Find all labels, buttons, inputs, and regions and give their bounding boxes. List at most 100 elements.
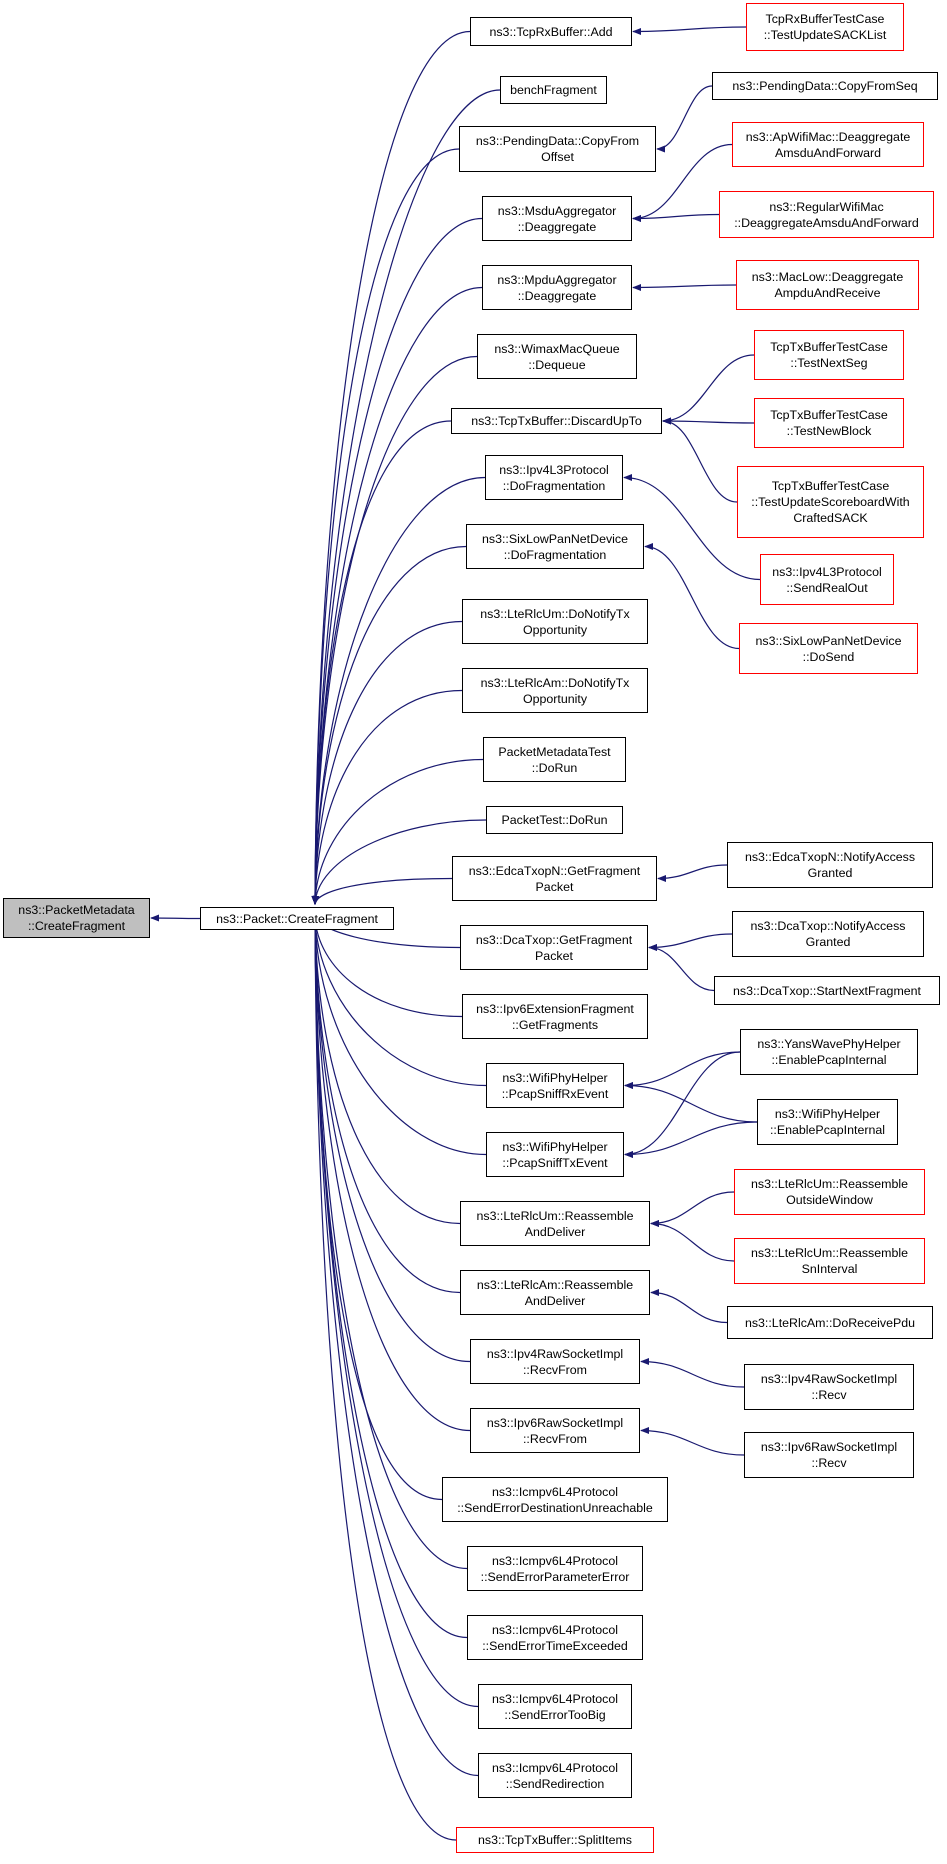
edge-l2_9-to-l1_8 — [644, 542, 740, 650]
node-tcptxbuffertestcase-testnewblock[interactable]: TcpTxBufferTestCase::TestNewBlock — [754, 398, 904, 448]
node-ns3-icmpv6l4protocol-senderrordestinationunreachable[interactable]: ns3::Icmpv6L4Protocol::SendErrorDestinat… — [442, 1477, 668, 1522]
node-label-line: ns3::PacketMetadata — [18, 903, 135, 917]
node-ns3-icmpv6l4protocol-senderrortoobig[interactable]: ns3::Icmpv6L4Protocol::SendErrorTooBig — [478, 1684, 632, 1729]
edge-l2_12-to-l1_14 — [648, 943, 715, 992]
node-label-line: TcpTxBufferTestCase — [771, 479, 890, 493]
node-label-line: AmsduAndForward — [774, 145, 882, 160]
node-ns3-regularwifimac-deaggregateamsduandforward[interactable]: ns3::RegularWifiMac::DeaggregateAmsduAnd… — [719, 191, 934, 238]
node-ns3-msduaggregator-deaggregate[interactable]: ns3::MsduAggregator::Deaggregate — [482, 196, 632, 241]
node-ns3-ipv6rawsocketimpl-recvfrom[interactable]: ns3::Ipv6RawSocketImpl::RecvFrom — [470, 1408, 640, 1453]
node-ns3-sixlowpannetdevice-dosend[interactable]: ns3::SixLowPanNetDevice::DoSend — [739, 623, 918, 674]
node-label-line: AmpduAndReceive — [774, 286, 881, 300]
node-ns3-packetmetadata-createfragment[interactable]: ns3::PacketMetadata::CreateFragment — [3, 898, 150, 938]
edge-l2_18-to-l1_20 — [640, 1357, 745, 1388]
node-label-line: ns3::Ipv4L3Protocol — [772, 564, 882, 579]
node-tcptxbuffertestcase-testnextseg[interactable]: TcpTxBufferTestCase::TestNextSeg — [754, 330, 904, 380]
node-label-line: ns3::Ipv6RawSocketImpl — [486, 1415, 624, 1430]
node-ns3-wifiphyhelper-enablepcapinternal[interactable]: ns3::WifiPhyHelper::EnablePcapInternal — [757, 1099, 898, 1145]
node-ns3-ipv6rawsocketimpl-recv[interactable]: ns3::Ipv6RawSocketImpl::Recv — [744, 1432, 914, 1478]
edge-l1_3-to-create — [311, 217, 483, 905]
node-tcprxbuffertestcase-testupdatesacklist[interactable]: TcpRxBufferTestCase::TestUpdateSACKList — [746, 3, 904, 51]
node-ns3-icmpv6l4protocol-senderrortimeexceeded[interactable]: ns3::Icmpv6L4Protocol::SendErrorTimeExce… — [467, 1615, 643, 1660]
edge-l1_0-to-create — [311, 30, 471, 905]
node-label-line: ns3::SixLowPanNetDevice — [481, 531, 628, 546]
node-label-line: ::RecvFrom — [522, 1431, 588, 1446]
node-ns3-pendingdata-copyfromseq[interactable]: ns3::PendingData::CopyFromSeq — [712, 72, 938, 100]
node-label-line: ns3::LteRlcUm::Reassemble — [476, 1208, 634, 1223]
node-ns3-wimaxmacqueue-dequeue[interactable]: ns3::WimaxMacQueue::Dequeue — [477, 334, 637, 379]
node-ns3-tcptxbuffer-splititems[interactable]: ns3::TcpTxBuffer::SplitItems — [456, 1827, 654, 1853]
node-ns3-ipv4l3protocol-dofragmentation[interactable]: ns3::Ipv4L3Protocol::DoFragmentation — [485, 455, 623, 500]
node-label-line: ns3::Icmpv6L4Protocol — [491, 1553, 619, 1568]
edge-l1_22-to-create — [311, 915, 443, 1501]
node-label-line: ::TestNextSeg — [790, 356, 868, 370]
node-ns3-packet-createfragment[interactable]: ns3::Packet::CreateFragment — [200, 907, 394, 930]
node-label-line: ns3::LteRlcAm::DoReceivePdu — [744, 1315, 916, 1330]
node-label-line: ::Deaggregate — [517, 288, 597, 303]
node-label-line: SnInterval — [801, 1262, 858, 1276]
edge-l1_4-to-create — [311, 286, 483, 905]
node-label-line: ::Dequeue — [528, 357, 586, 372]
node-label-line: ns3::Ipv4L3Protocol — [499, 462, 609, 477]
edge-l2_6-to-l1_6 — [662, 417, 755, 425]
node-ns3-mpduaggregator-deaggregate[interactable]: ns3::MpduAggregator::Deaggregate — [482, 265, 632, 310]
node-ns3-lterlcam-doreceivepdu[interactable]: ns3::LteRlcAm::DoReceivePdu — [727, 1306, 933, 1339]
node-label-line: ::CreateFragment — [27, 919, 126, 933]
edge-l2_7-to-l1_6 — [662, 417, 738, 503]
edge-l1_16-to-create — [311, 915, 487, 1087]
node-ns3-wifiphyhelper-pcapsniffrxevent[interactable]: ns3::WifiPhyHelper::PcapSniffRxEvent — [486, 1063, 624, 1108]
node-tcptxbuffertestcase-testupdatescoreboardwith-craftedsack[interactable]: TcpTxBufferTestCase::TestUpdateScoreboar… — [737, 466, 924, 538]
edge-l1_17-to-create — [311, 915, 487, 1156]
node-label-line: ::EnablePcapInternal — [769, 1123, 886, 1137]
node-label-line: Packet — [535, 948, 573, 963]
node-label-line: ::SendRedirection — [505, 1776, 605, 1791]
node-label-line: TcpTxBufferTestCase — [770, 408, 888, 422]
node-ns3-icmpv6l4protocol-sendredirection[interactable]: ns3::Icmpv6L4Protocol::SendRedirection — [478, 1753, 632, 1798]
node-label-line: ::EnablePcapInternal — [771, 1053, 887, 1067]
node-label-line: ::DoFragmentation — [503, 547, 607, 562]
node-benchfragment[interactable]: benchFragment — [500, 76, 607, 104]
node-label-line: ns3::LteRlcAm::Reassemble — [476, 1277, 634, 1292]
node-label-line: ns3::Icmpv6L4Protocol — [491, 1760, 619, 1775]
node-label-line: ::DoRun — [531, 760, 578, 775]
node-label-line: ::Recv — [811, 1456, 847, 1470]
edge-l1_11-to-create — [311, 758, 484, 905]
edge-l1_23-to-create — [311, 915, 468, 1570]
node-ns3-tcprxbuffer-add[interactable]: ns3::TcpRxBuffer::Add — [470, 17, 632, 46]
node-label-line: ::PcapSniffTxEvent — [502, 1155, 608, 1170]
edge-l1_27-to-create — [311, 915, 457, 1841]
node-ns3-ipv4rawsocketimpl-recv[interactable]: ns3::Ipv4RawSocketImpl::Recv — [744, 1364, 914, 1410]
node-ns3-icmpv6l4protocol-senderrorparametererror[interactable]: ns3::Icmpv6L4Protocol::SendErrorParamete… — [467, 1546, 643, 1591]
node-ns3-sixlowpannetdevice-dofragmentation[interactable]: ns3::SixLowPanNetDevice::DoFragmentation — [466, 524, 644, 569]
node-label-line: ::DoFragmentation — [502, 478, 606, 493]
node-ns3-tcptxbuffer-discardupto[interactable]: ns3::TcpTxBuffer::DiscardUpTo — [451, 408, 662, 434]
node-label-line: ns3::TcpRxBuffer::Add — [489, 24, 613, 39]
node-ns3-dcatxop-startnextfragment[interactable]: ns3::DcaTxop::StartNextFragment — [714, 976, 940, 1005]
node-label-line: ::SendErrorDestinationUnreachable — [457, 1500, 653, 1515]
node-packetmetadatatest-dorun[interactable]: PacketMetadataTest::DoRun — [483, 737, 626, 782]
node-ns3-ipv6extensionfragment-getfragments[interactable]: ns3::Ipv6ExtensionFragment::GetFragments — [462, 994, 648, 1039]
node-ns3-ipv4rawsocketimpl-recvfrom[interactable]: ns3::Ipv4RawSocketImpl::RecvFrom — [470, 1339, 640, 1384]
node-ns3-yanswavephyhelper-enablepcapinternal[interactable]: ns3::YansWavePhyHelper::EnablePcapIntern… — [740, 1029, 918, 1075]
node-label-line: ns3::ApWifiMac::Deaggregate — [745, 129, 911, 144]
edge-l2_14-to-l1_16 — [624, 1081, 758, 1123]
node-packettest-dorun[interactable]: PacketTest::DoRun — [486, 806, 623, 834]
node-ns3-ipv4l3protocol-sendrealout[interactable]: ns3::Ipv4L3Protocol::SendRealOut — [760, 554, 894, 605]
node-label-line: Packet — [535, 879, 574, 894]
edge-l1_10-to-create — [311, 689, 463, 905]
node-ns3-wifiphyhelper-pcapsnifftxevent[interactable]: ns3::WifiPhyHelper::PcapSniffTxEvent — [486, 1132, 624, 1177]
